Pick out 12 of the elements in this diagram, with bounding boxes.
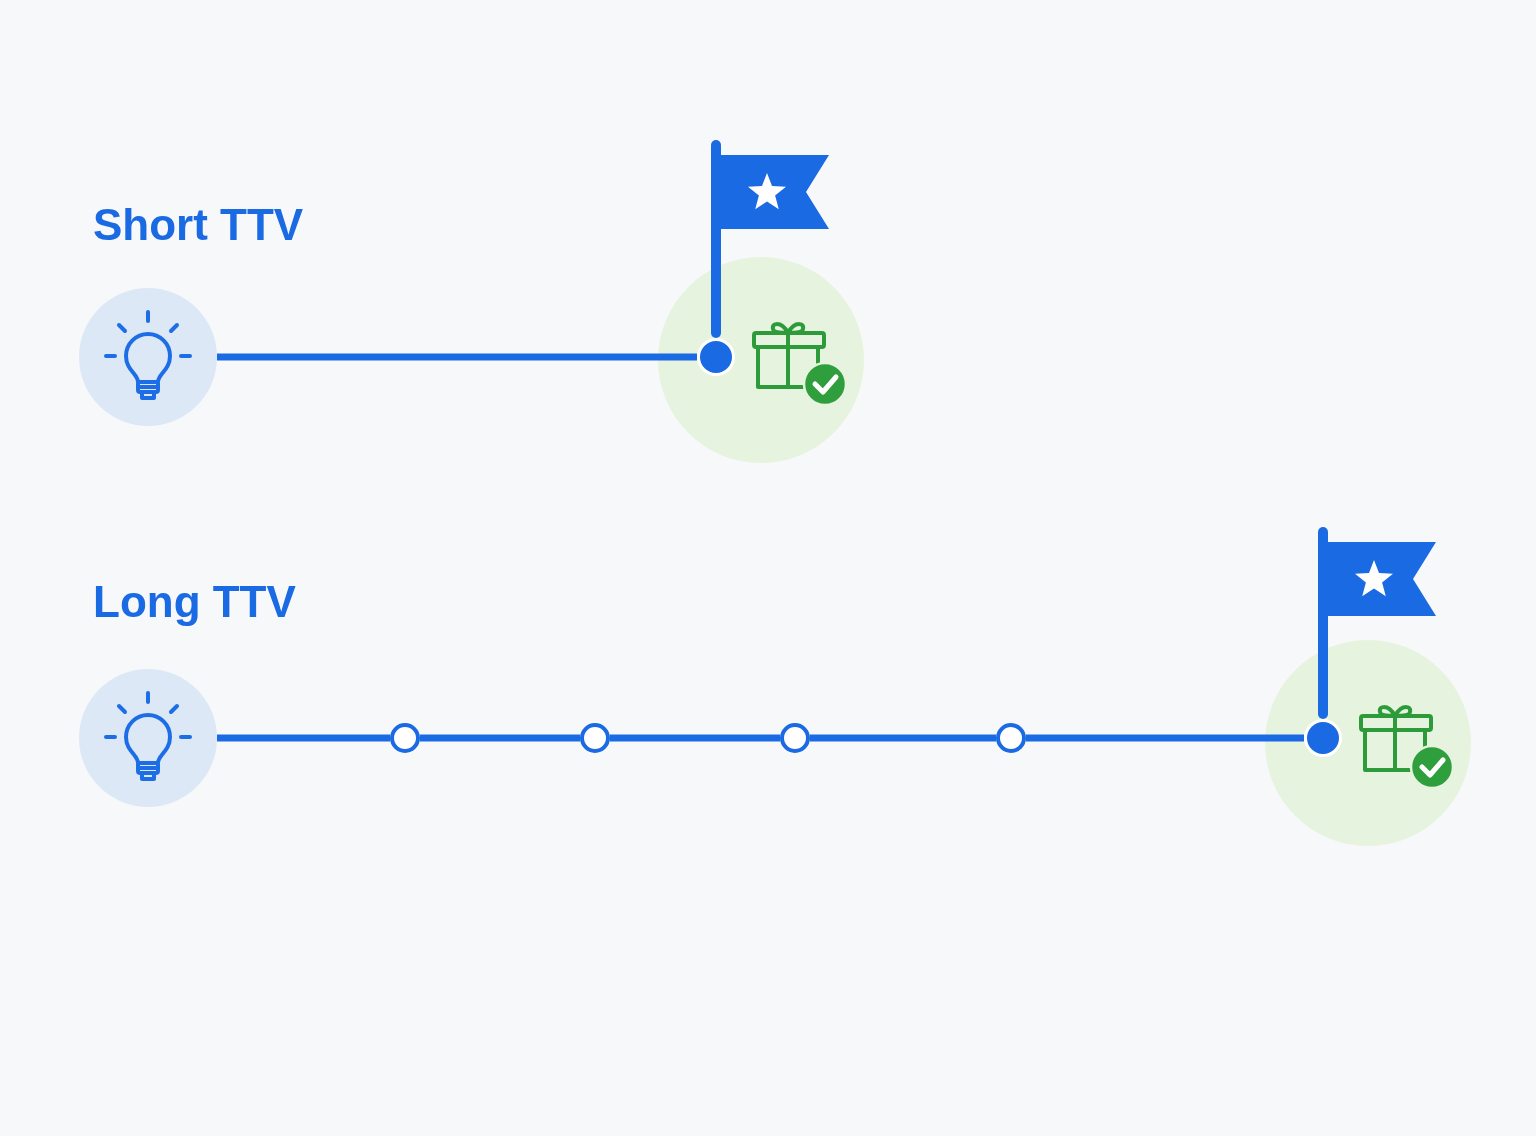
- timeline-line: [420, 734, 580, 742]
- step-marker: [996, 723, 1026, 753]
- section-heading: Short TTV: [93, 203, 304, 247]
- step-marker: [580, 723, 610, 753]
- section-heading: Long TTV: [93, 580, 296, 624]
- timeline-line: [217, 734, 390, 742]
- step-marker: [390, 723, 420, 753]
- timeline-line: [610, 734, 780, 742]
- timeline-line: [217, 353, 697, 361]
- timeline-line: [810, 734, 996, 742]
- step-marker: [780, 723, 810, 753]
- timeline-line: [1026, 734, 1304, 742]
